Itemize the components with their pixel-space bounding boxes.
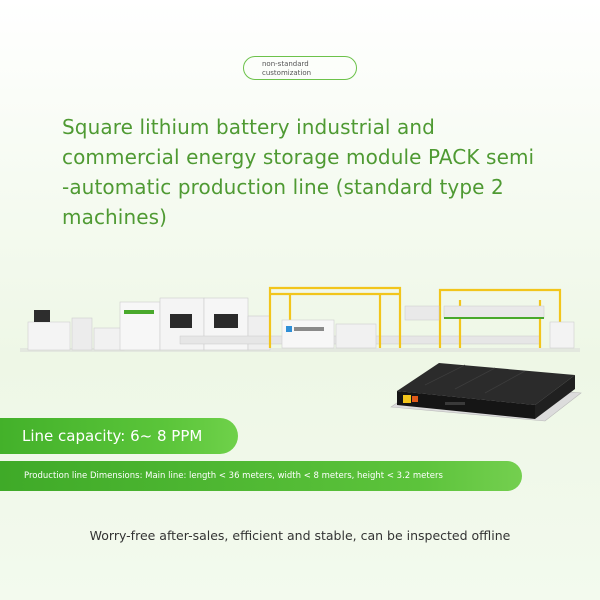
line-capacity-banner: Line capacity: 6~ 8 PPM (0, 418, 238, 454)
production-line-illustration (20, 286, 580, 352)
title-line-4: machines) (62, 205, 168, 229)
title-line-3: -automatic production line (standard typ… (62, 175, 504, 199)
badge-line-1: non-standard (262, 60, 309, 68)
badge-line-2: customization (262, 69, 312, 77)
line-capacity-text: Line capacity: 6~ 8 PPM (22, 427, 203, 445)
production-dimensions-text: Production line Dimensions: Main line: l… (24, 471, 443, 481)
production-dimensions-banner: Production line Dimensions: Main line: l… (0, 461, 522, 491)
title-line-1: Square lithium battery industrial and (62, 115, 435, 139)
footer-tagline: Worry-free after-sales, efficient and st… (89, 528, 511, 543)
page-title: Square lithium battery industrial and co… (62, 112, 562, 232)
title-line-2: commercial energy storage module PACK se… (62, 145, 535, 169)
battery-module-illustration (390, 363, 582, 422)
customization-badge: non-standard customization (243, 56, 357, 80)
